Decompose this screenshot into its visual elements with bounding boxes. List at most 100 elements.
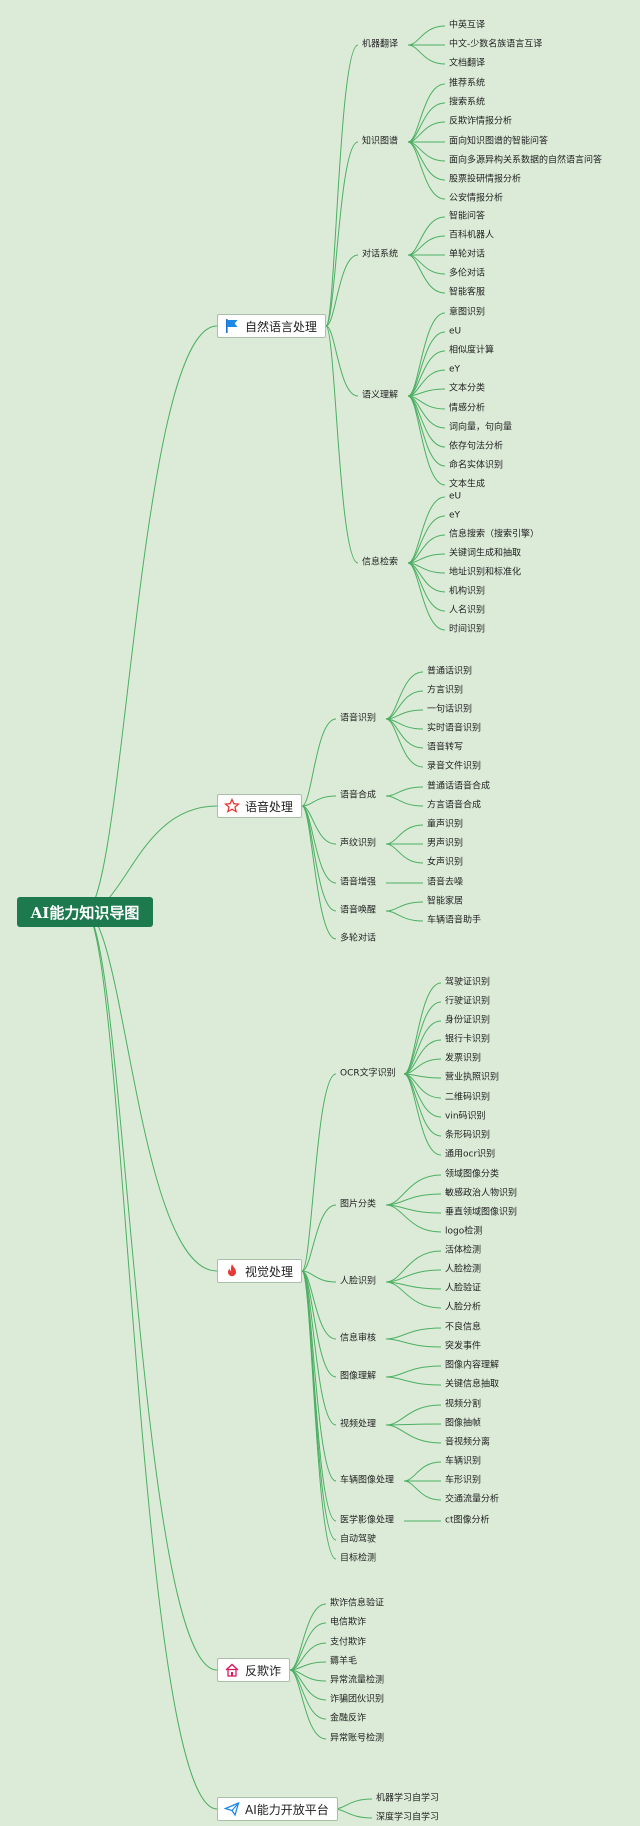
leaf-node[interactable]: 录音文件识别 [427,761,482,772]
root-node[interactable]: AI能力知识导图 [17,897,153,927]
leaf-node[interactable]: 语音转写 [427,742,464,753]
leaf-node[interactable]: 人脸验证 [445,1283,482,1294]
leaf-node[interactable]: eY [449,364,461,375]
leaf-node[interactable]: 驾驶证识别 [445,977,491,988]
leaf-node[interactable]: 关键词生成和抽取 [449,548,522,559]
leaf-node[interactable]: 面向知识图谱的智能问答 [449,136,549,147]
leaf-node[interactable]: 搜索系统 [449,97,486,108]
leaf-node[interactable]: 营业执照识别 [445,1072,500,1083]
leaf-node[interactable]: 语音去噪 [427,877,464,888]
sub-topic-node[interactable]: 自动驾驶 [340,1534,377,1545]
leaf-node[interactable]: 视频分割 [445,1399,482,1410]
leaf-node[interactable]: 依存句法分析 [449,441,504,452]
sub-topic-node[interactable]: 人脸识别 [340,1276,377,1287]
leaf-node[interactable]: 实时语音识别 [427,723,482,734]
sub-topic-node[interactable]: 语义理解 [362,390,399,401]
leaf-node[interactable]: 情感分析 [449,403,486,414]
sub-topic-node[interactable]: 语音合成 [340,790,377,801]
leaf-node[interactable]: 机构识别 [449,586,486,597]
sub-topic-node[interactable]: 视频处理 [340,1419,377,1430]
leaf-node[interactable]: 中文-少数名族语言互译 [449,39,543,50]
leaf-node[interactable]: 男声识别 [427,838,464,849]
leaf-node[interactable]: vin码识别 [445,1111,486,1122]
leaf-node[interactable]: 车辆语音助手 [427,915,482,926]
leaf-node[interactable]: 文档翻译 [449,58,486,69]
leaf-node[interactable]: 文本生成 [449,479,486,490]
leaf-node[interactable]: 普通话识别 [427,666,473,677]
leaf-node[interactable]: 智能问答 [449,211,486,222]
leaf-node[interactable]: 人脸分析 [445,1302,482,1313]
leaf-node[interactable]: 行驶证识别 [445,996,491,1007]
leaf-node[interactable]: 女声识别 [427,857,464,868]
leaf-node[interactable]: 方言语音合成 [427,800,482,811]
sub-topic-node[interactable]: 诈骗团伙识别 [330,1694,385,1705]
leaf-node[interactable]: 文本分类 [449,383,486,394]
leaf-node[interactable]: 智能客服 [449,287,486,298]
leaf-node[interactable]: 图像抽帧 [445,1418,482,1429]
leaf-node[interactable]: 人脸检测 [445,1264,482,1275]
leaf-node[interactable]: 相似度计算 [449,345,495,356]
leaf-node[interactable]: 方言识别 [427,685,464,696]
sub-topic-node[interactable]: 知识图谱 [362,136,399,147]
leaf-node[interactable]: 一句话识别 [427,704,473,715]
sub-topic-node[interactable]: 对话系统 [362,249,399,260]
leaf-node[interactable]: eY [449,510,461,521]
leaf-node[interactable]: 车辆识别 [445,1456,482,1467]
sub-topic-node[interactable]: 信息检索 [362,557,399,568]
sub-topic-node[interactable]: 图片分类 [340,1199,377,1210]
sub-topic-node[interactable]: 机器翻译 [362,39,399,50]
branch-node[interactable]: 自然语言处理 [217,314,327,338]
leaf-node[interactable]: 图像内容理解 [445,1360,500,1371]
sub-topic-node[interactable]: 车辆图像处理 [340,1475,395,1486]
leaf-node[interactable]: 信息搜索（搜索引擎） [449,529,540,540]
leaf-node[interactable]: 股票投研情报分析 [449,174,522,185]
sub-topic-node[interactable]: 医学影像处理 [340,1515,395,1526]
sub-topic-node[interactable]: 声纹识别 [340,838,377,849]
leaf-node[interactable]: 身份证识别 [445,1015,491,1026]
branch-node[interactable]: AI能力开放平台 [217,1797,338,1821]
sub-topic-node[interactable]: 目标检测 [340,1553,377,1564]
leaf-node[interactable]: logo检测 [445,1226,483,1237]
leaf-node[interactable]: eU [449,326,462,337]
sub-topic-node[interactable]: 语音识别 [340,713,377,724]
sub-topic-node[interactable]: 机器学习自学习 [376,1793,440,1804]
leaf-node[interactable]: 反欺诈情报分析 [449,116,513,127]
leaf-node[interactable]: 百科机器人 [449,230,495,241]
leaf-node[interactable]: 智能家居 [427,896,464,907]
leaf-node[interactable]: 童声识别 [427,819,464,830]
leaf-node[interactable]: 垂直领域图像识别 [445,1207,518,1218]
leaf-node[interactable]: 普通话语音合成 [427,781,491,792]
leaf-node[interactable]: 时间识别 [449,624,486,635]
sub-topic-node[interactable]: 欺诈信息验证 [330,1598,385,1609]
leaf-node[interactable]: 车形识别 [445,1475,482,1486]
leaf-node[interactable]: 突发事件 [445,1341,482,1352]
sub-topic-node[interactable]: 语音唤醒 [340,905,377,916]
sub-topic-node[interactable]: 多轮对话 [340,933,377,944]
sub-topic-node[interactable]: 语音增强 [340,877,377,888]
sub-topic-node[interactable]: 图像理解 [340,1371,377,1382]
leaf-node[interactable]: 词向量，句向量 [449,422,513,433]
leaf-node[interactable]: 关键信息抽取 [445,1379,500,1390]
leaf-node[interactable]: 发票识别 [445,1053,482,1064]
sub-topic-node[interactable]: 异常账号检测 [330,1733,385,1744]
sub-topic-node[interactable]: 薅羊毛 [330,1656,358,1667]
leaf-node[interactable]: 条形码识别 [445,1130,491,1141]
leaf-node[interactable]: 公安情报分析 [449,193,504,204]
branch-node[interactable]: 反欺诈 [217,1658,291,1682]
sub-topic-node[interactable]: 电信欺诈 [330,1617,367,1628]
leaf-node[interactable]: 交通流量分析 [445,1494,500,1505]
sub-topic-node[interactable]: OCR文字识别 [340,1068,396,1079]
leaf-node[interactable]: 领域图像分类 [445,1169,500,1180]
leaf-node[interactable]: 不良信息 [445,1322,482,1333]
sub-topic-node[interactable]: 信息审核 [340,1333,377,1344]
leaf-node[interactable]: 活体检测 [445,1245,482,1256]
leaf-node[interactable]: eU [449,491,462,502]
leaf-node[interactable]: 意图识别 [449,307,486,318]
leaf-node[interactable]: ct图像分析 [445,1515,490,1526]
sub-topic-node[interactable]: 异常流量检测 [330,1675,385,1686]
leaf-node[interactable]: 多伦对话 [449,268,486,279]
sub-topic-node[interactable]: 金融反诈 [330,1713,367,1724]
leaf-node[interactable]: 敏感政治人物识别 [445,1188,518,1199]
sub-topic-node[interactable]: 深度学习自学习 [376,1812,440,1823]
sub-topic-node[interactable]: 支付欺诈 [330,1637,367,1648]
